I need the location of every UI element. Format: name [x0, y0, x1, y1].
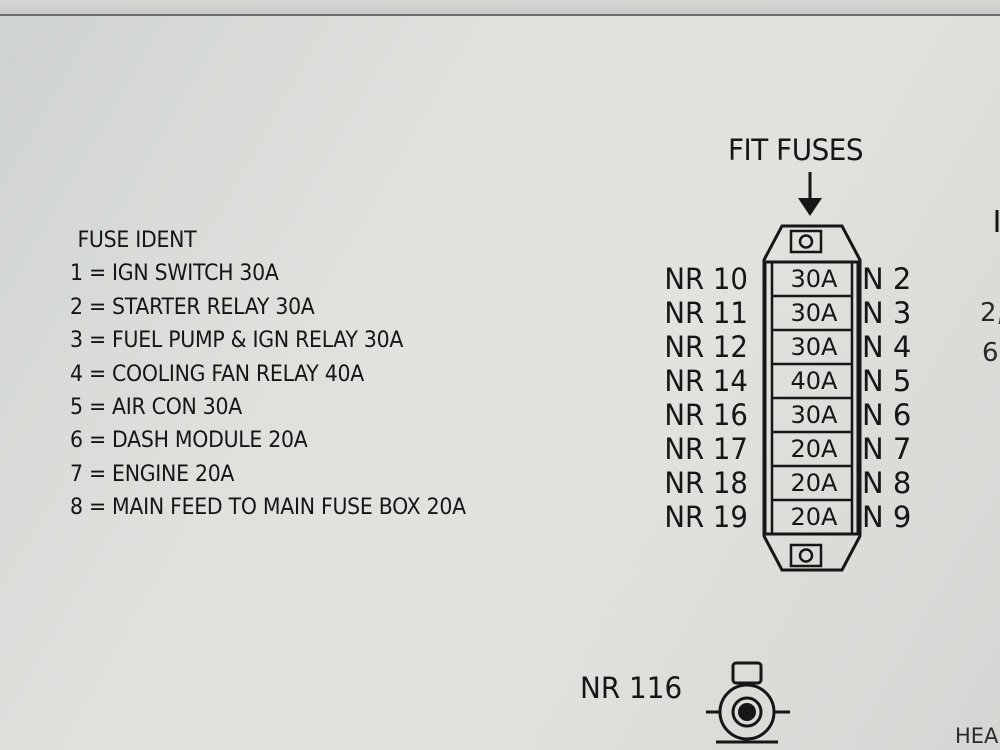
fuse-row-n-label: N 3 — [862, 296, 912, 330]
legend-item-2: 2 = STARTER RELAY 30A — [70, 294, 315, 320]
legend-item-3: 3 = FUEL PUMP & IGN RELAY 30A — [70, 328, 404, 354]
fuse-rating: 20A — [790, 469, 838, 497]
fuse-row-n-label: N 5 — [862, 364, 912, 398]
bottom-mounting-hole-icon — [789, 543, 823, 568]
fuse-rating: 30A — [790, 333, 838, 361]
screen-top-edge — [0, 0, 1000, 16]
fuse-row-n-label: N 9 — [862, 500, 912, 534]
top-mounting-hole-icon — [789, 229, 823, 254]
fuse-row-nr-label: NR 19 — [664, 500, 748, 534]
legend-item-1: 1 = IGN SWITCH 30A — [70, 261, 279, 287]
fuse-slots-frame — [763, 260, 860, 536]
legend-item-8: 8 = MAIN FEED TO MAIN FUSE BOX 20A — [70, 495, 466, 521]
connector-icon — [706, 661, 790, 744]
fuse-row-n-label: N 7 — [862, 432, 912, 466]
fuse-ident-legend: FUSE IDENT 1 = IGN SWITCH 30A 2 = STARTE… — [70, 224, 466, 525]
fuse-row-nr-label: NR 14 — [664, 364, 748, 398]
fuse-row-nr-label: NR 17 — [664, 432, 748, 466]
edge-text-fragment: 6 — [982, 338, 999, 368]
fuse-rating: 30A — [790, 401, 838, 429]
fuse-rating: 40A — [790, 367, 838, 395]
fit-fuses-header: FIT FUSES — [728, 133, 864, 167]
legend-title: FUSE IDENT — [77, 228, 197, 253]
edge-text-fragment: 2, — [980, 298, 1000, 328]
fuse-row-nr-label: NR 18 — [664, 466, 748, 500]
slot-dividers — [772, 294, 852, 502]
fuse-row-n-label: N 4 — [862, 330, 912, 364]
fuse-row-n-label: N 6 — [862, 398, 912, 432]
fuse-rating: 30A — [790, 265, 838, 293]
legend-item-5: 5 = AIR CON 30A — [70, 395, 242, 421]
fuse-rating: 20A — [790, 503, 838, 531]
legend-item-7: 7 = ENGINE 20A — [70, 461, 235, 487]
fuse-row-nr-label: NR 11 — [664, 296, 748, 330]
fuse-rating: 20A — [790, 435, 838, 463]
fuse-row-nr-label: NR 12 — [664, 330, 748, 364]
fuse-row-n-label: N 2 — [862, 262, 912, 296]
edge-text-fragment: HEA — [955, 724, 999, 748]
down-arrow-icon — [798, 172, 822, 216]
connector-label: NR 116 — [580, 671, 683, 705]
legend-item-6: 6 = DASH MODULE 20A — [70, 428, 308, 454]
fuse-row-n-label: N 8 — [862, 466, 912, 500]
fuse-row-nr-label: NR 10 — [664, 262, 748, 296]
fuse-row-nr-label: NR 16 — [664, 398, 748, 432]
fuse-rating: 30A — [790, 299, 838, 327]
legend-item-4: 4 = COOLING FAN RELAY 40A — [70, 361, 364, 387]
